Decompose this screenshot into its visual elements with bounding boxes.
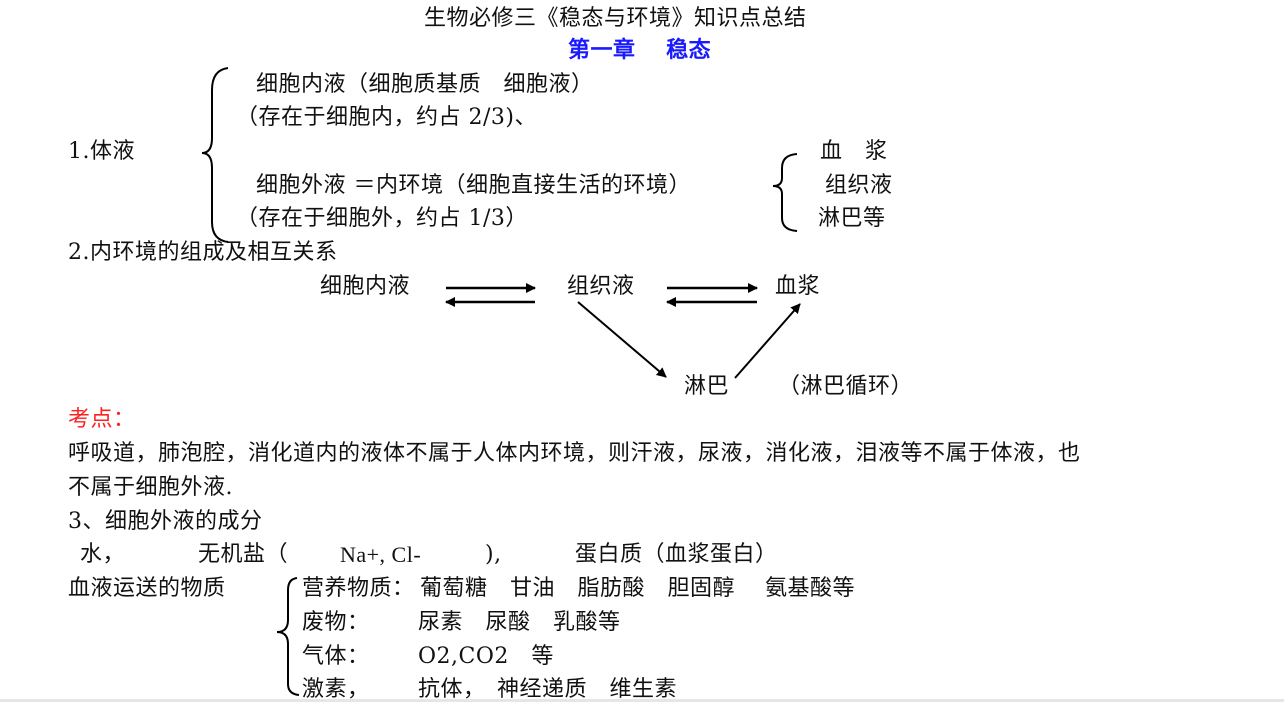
- page-bottom-edge: [0, 699, 1284, 702]
- extracellular-fluid-note: （存在于细胞外，约占 1/3）: [236, 206, 528, 231]
- transport-category-nutrients: 营养物质：: [302, 576, 415, 601]
- extracellular-fluid-text: 细胞外液 ＝内环境（细胞直接生活的环境）: [256, 173, 691, 198]
- transport-category-waste: 废物：: [302, 610, 370, 635]
- component-ions-close: ),: [485, 542, 502, 567]
- component-ions: Na+, Cl-: [340, 542, 422, 567]
- transport-category-gas: 气体：: [302, 644, 370, 669]
- component-inorganic-salt: 无机盐（: [198, 542, 289, 567]
- transport-items-nutrients: 葡萄糖 甘油 脂肪酸 胆固醇 氨基酸等: [420, 576, 855, 601]
- arrow-tissue-to-lymph-icon: [577, 301, 667, 378]
- document-title: 生物必修三《稳态与环境》知识点总结: [424, 6, 807, 31]
- blood-transport-label: 血液运送的物质: [68, 576, 226, 601]
- intracellular-fluid-text: 细胞内液（细胞质基质 细胞液）: [256, 72, 594, 97]
- extracellular-item-lymph: 淋巴等: [818, 206, 886, 231]
- intracellular-fluid-note: （存在于细胞内，约占 2/3)、: [236, 105, 537, 130]
- section3-label: 3、细胞外液的成分: [68, 509, 263, 534]
- node-lymph: 淋巴: [684, 374, 730, 399]
- extracellular-item-tissue-fluid: 组织液: [825, 173, 893, 198]
- extracellular-item-plasma: 血 浆: [820, 139, 888, 164]
- section2-label: 2.内环境的组成及相互关系: [68, 240, 338, 265]
- key-points-line2: 不属于细胞外液.: [68, 475, 233, 500]
- body-fluid-brace-icon: [201, 67, 229, 243]
- key-points-line1: 呼吸道，肺泡腔，消化道内的液体不属于人体内环境，则汗液，尿液，消化液，泪液等不属…: [68, 441, 1081, 466]
- transport-items-gas: O2,CO2 等: [418, 644, 554, 669]
- node-intracellular-fluid: 细胞内液: [320, 274, 411, 299]
- chapter-heading: 第一章 稳态: [568, 38, 712, 63]
- arrow-lymph-to-plasma-icon: [734, 303, 801, 379]
- node-plasma: 血浆: [775, 274, 821, 299]
- node-tissue-fluid: 组织液: [567, 274, 635, 299]
- component-protein: 蛋白质（血浆蛋白）: [575, 542, 778, 567]
- extracellular-brace-icon: [772, 153, 798, 232]
- transport-category-hormones: 激素，: [302, 677, 370, 702]
- section1-label: 1.体液: [68, 139, 135, 164]
- component-water: 水，: [80, 542, 126, 567]
- transport-items-hormones: 抗体， 神经递质 维生素: [418, 677, 678, 702]
- transport-items-waste: 尿素 尿酸 乳酸等: [418, 610, 621, 635]
- blood-transport-brace-icon: [276, 577, 300, 696]
- lymph-circulation-note: （淋巴循环）: [778, 374, 914, 399]
- key-points-label: 考点：: [68, 407, 136, 432]
